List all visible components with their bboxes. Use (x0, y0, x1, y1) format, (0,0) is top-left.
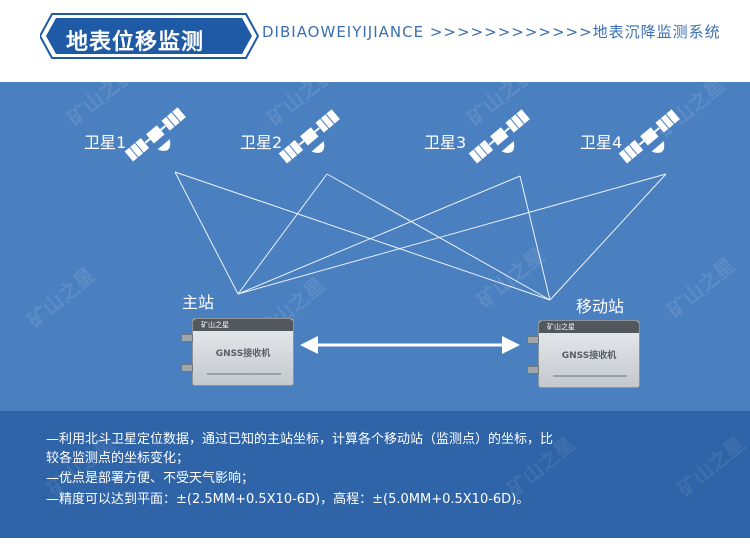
satellite-label-2: 卫星2 (240, 133, 283, 152)
device-name: GNSS接收机 (215, 349, 271, 359)
mobile-station-receiver: 矿山之星 GNSS接收机 (538, 320, 640, 388)
description-line-4: —精度可以达到平面：±(2.5MM+0.5X10-6D)，高程：±(5.0MM+… (46, 492, 530, 507)
main-station-receiver: 矿山之星 GNSS接收机 (192, 318, 294, 386)
description-line-3: —优点是部署方便、不受天气影响； (46, 471, 255, 486)
antenna-connector-icon (527, 336, 539, 344)
satellite-label-3: 卫星3 (424, 133, 467, 152)
bottom-strip (0, 538, 750, 549)
main-station-label: 主站 (182, 293, 215, 312)
brand-logo: 矿山之星 (547, 323, 575, 331)
page-title: 地表位移监测 (66, 30, 205, 55)
signal-lines (174, 171, 667, 354)
mobile-station-label: 移动站 (576, 297, 625, 316)
link-arrow (300, 336, 520, 354)
description-line-2: 较各监测点的坐标变化； (46, 451, 190, 466)
header: 地表位移监测 DIBIAOWEIYIJIANCE >>>>>>>>>>>>地表沉… (0, 0, 750, 82)
satellite-icon (277, 107, 342, 165)
brand-logo: 矿山之星 (201, 321, 229, 329)
antenna-connector-icon (181, 334, 193, 342)
antenna-connector-icon (181, 364, 193, 372)
satellite-label-4: 卫星4 (580, 133, 623, 152)
satellite-icon (617, 107, 682, 165)
description-panel: 矿山之星 矿山之星 矿山之星 —利用北斗卫星定位数据，通过已知的主站坐标，计算各… (0, 411, 750, 538)
satellite-icon (467, 107, 532, 165)
title-badge (40, 13, 260, 59)
watermark: 矿山之星 (672, 431, 750, 502)
antenna-connector-icon (527, 366, 539, 374)
description-line-1: —利用北斗卫星定位数据，通过已知的主站坐标，计算各个移动站（监测点）的坐标，比 (46, 432, 554, 447)
page-subtitle: DIBIAOWEIYIJIANCE >>>>>>>>>>>>地表沉降监测系统 (262, 23, 721, 41)
satellite-label-1: 卫星1 (84, 133, 127, 152)
device-name: GNSS接收机 (561, 351, 617, 361)
satellite-icon (123, 105, 188, 163)
